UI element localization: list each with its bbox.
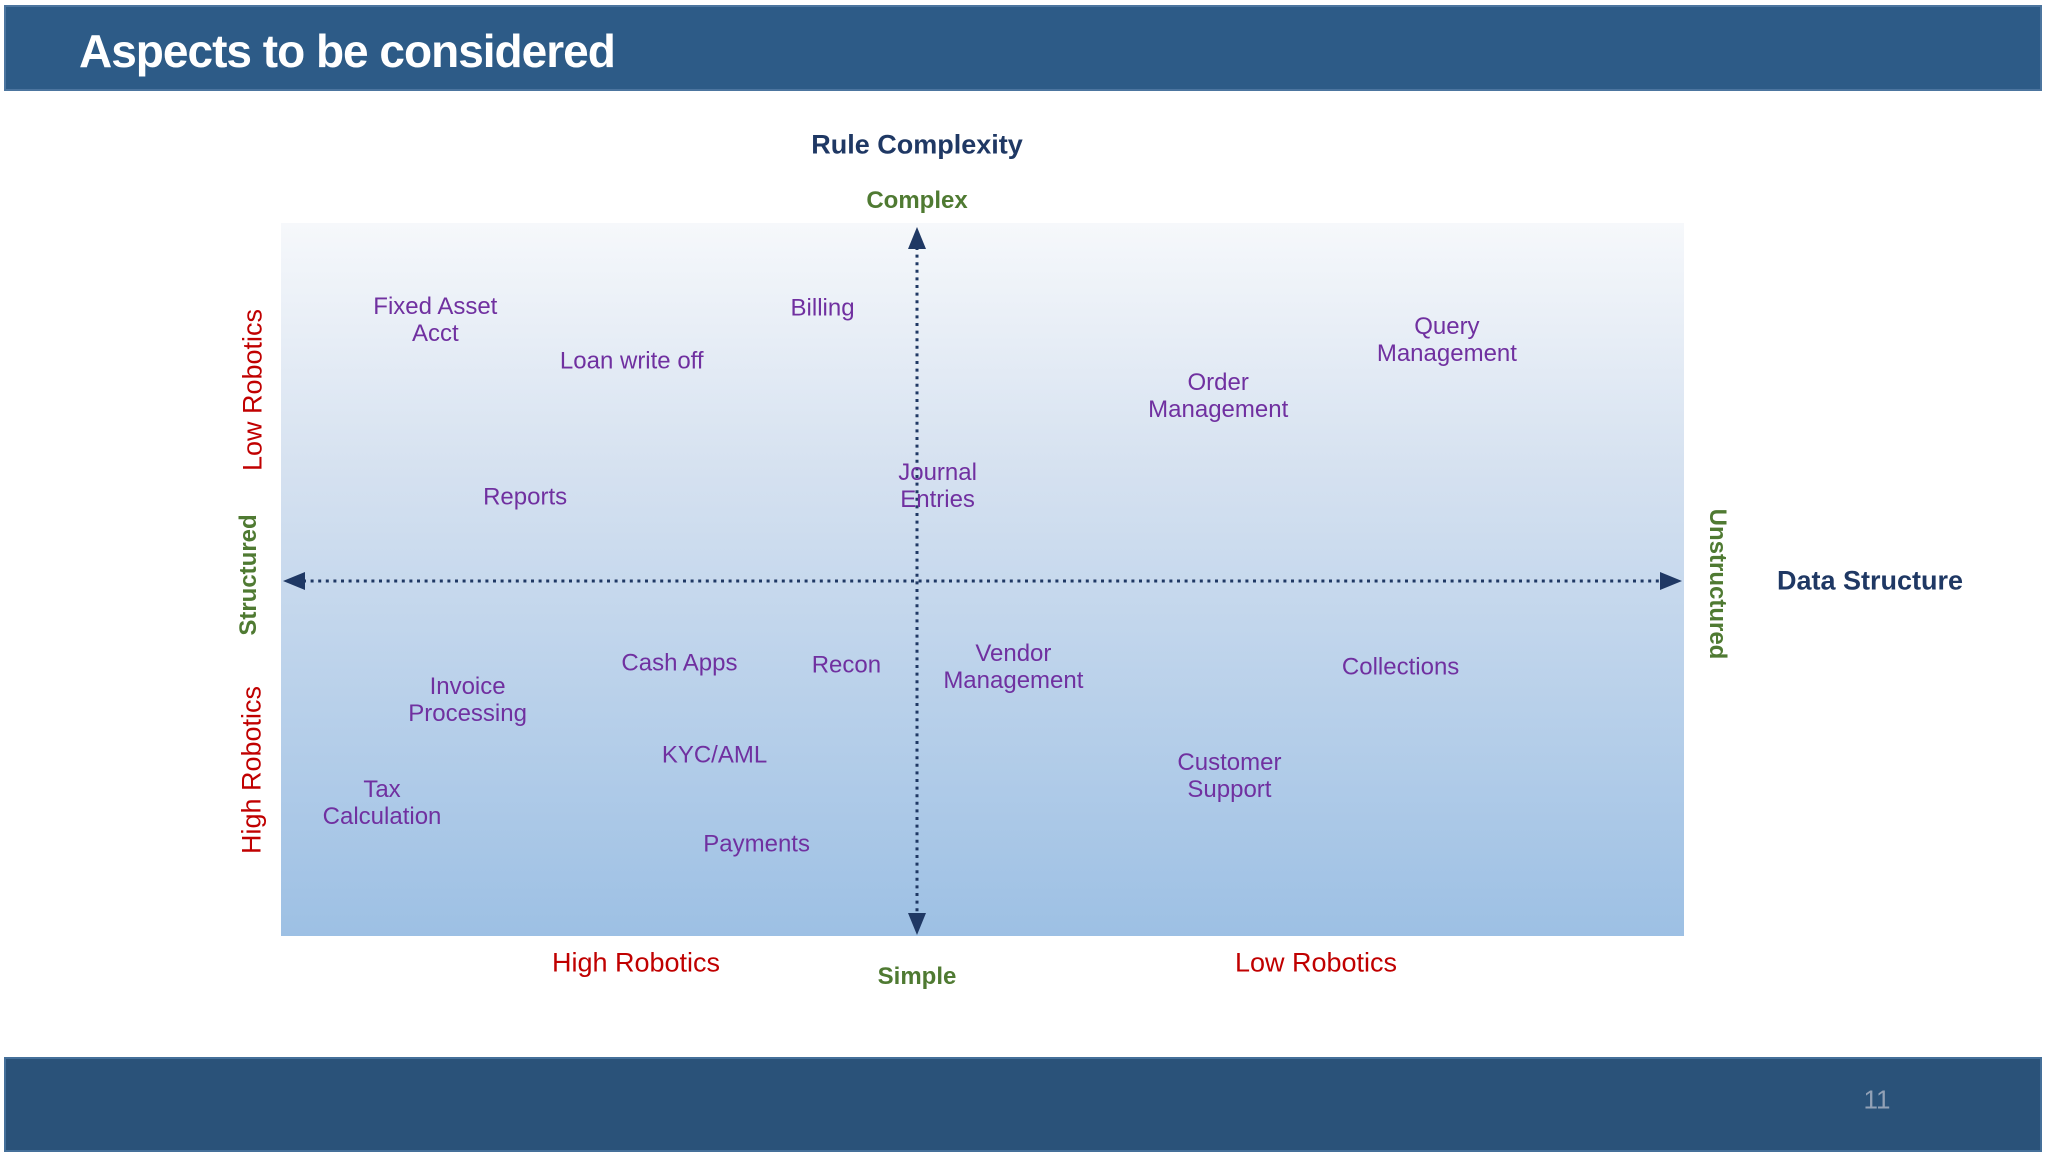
chart-item: Journal Entries <box>898 459 977 514</box>
y-axis-min-label: Simple <box>877 963 957 990</box>
x-axis-title: Data Structure <box>1776 565 1964 596</box>
axes-graphic <box>283 227 1682 935</box>
up-arrowhead-icon <box>908 227 926 249</box>
header-bar: Aspects to be considered <box>4 5 2042 91</box>
left-bottom-robotics-label: High Robotics <box>236 685 267 855</box>
y-axis-title: Rule Complexity <box>811 129 1023 160</box>
chart-item: Payments <box>703 830 810 858</box>
right-arrowhead-icon <box>1660 572 1682 590</box>
x-axis-min-label: Structured <box>235 514 262 636</box>
chart-item: Cash Apps <box>621 649 738 677</box>
page-number: 11 <box>1863 1084 1891 1115</box>
chart-item: Vendor Management <box>943 640 1084 695</box>
chart-item: Collections <box>1341 653 1460 681</box>
left-arrowhead-icon <box>283 572 305 590</box>
y-axis-max-label: Complex <box>866 187 968 214</box>
footer-bar <box>4 1057 2042 1152</box>
chart-item: Query Management <box>1376 312 1517 367</box>
chart-item: Tax Calculation <box>322 775 442 830</box>
chart-item: Invoice Processing <box>408 672 527 727</box>
chart-item: Customer Support <box>1177 749 1282 804</box>
chart-item: Fixed Asset Acct <box>373 292 498 347</box>
chart-item: Billing <box>790 294 855 322</box>
chart-item: Order Management <box>1148 369 1289 424</box>
left-top-robotics-label: Low Robotics <box>237 308 268 472</box>
down-arrowhead-icon <box>908 913 926 935</box>
chart-item: KYC/AML <box>661 741 768 769</box>
bottom-right-robotics-label: Low Robotics <box>1234 947 1398 978</box>
chart-item: Recon <box>811 651 882 679</box>
x-axis-max-label: Unstructured <box>1704 508 1731 660</box>
bottom-left-robotics-label: High Robotics <box>551 947 721 978</box>
slide-title: Aspects to be considered <box>79 24 616 77</box>
chart-item: Reports <box>483 483 568 511</box>
chart-item: Loan write off <box>559 347 704 375</box>
